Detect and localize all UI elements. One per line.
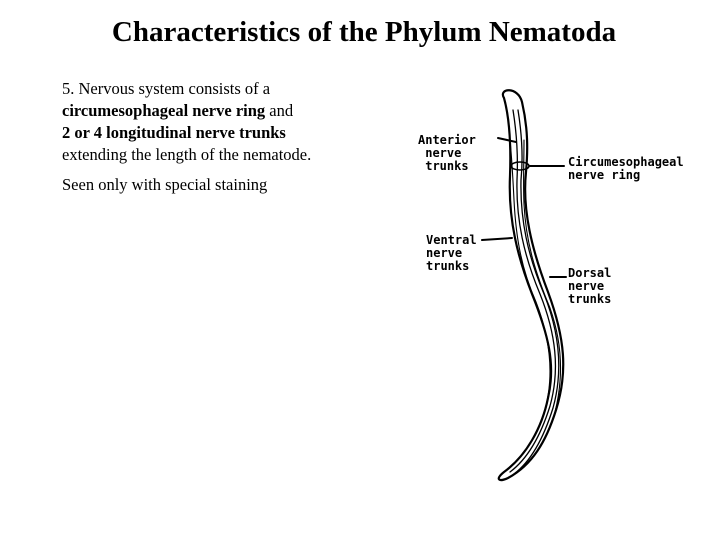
point-5: 5. Nervous system consists of a circumes… — [62, 78, 362, 166]
staining-note: Seen only with special staining — [62, 175, 268, 194]
pointer-ventral — [481, 237, 513, 241]
point-join: and — [265, 101, 294, 120]
label-ventral-nerve-trunks: Ventral nerve trunks — [426, 233, 477, 273]
term-nerve-ring: circumesophageal nerve ring — [62, 101, 266, 120]
label-circumesophageal-nerve-ring: Circumesophageal nerve ring — [568, 155, 684, 182]
body-outline — [497, 89, 565, 482]
inner-line-1 — [509, 109, 557, 473]
inner-line-3 — [505, 139, 551, 471]
nematode-figure: Anterior nerve trunks Circumesophageal n… — [400, 80, 720, 490]
inner-line-4 — [523, 139, 562, 413]
label-anterior-nerve-trunks: Anterior nerve trunks — [418, 133, 476, 173]
pointer-anterior — [497, 137, 517, 143]
term-nerve-trunks: 2 or 4 longitudinal nerve trunks — [62, 123, 286, 142]
slide-title: Characteristics of the Phylum Nematoda — [111, 16, 617, 48]
point-lead: 5. Nervous system consists of a — [62, 79, 271, 98]
slide-body: 5. Nervous system consists of a circumes… — [62, 78, 362, 204]
nematode-drawing — [481, 89, 567, 482]
point-tail: extending the length of the nematode. — [62, 145, 312, 164]
label-dorsal-nerve-trunks: Dorsal nerve trunks — [568, 266, 612, 306]
